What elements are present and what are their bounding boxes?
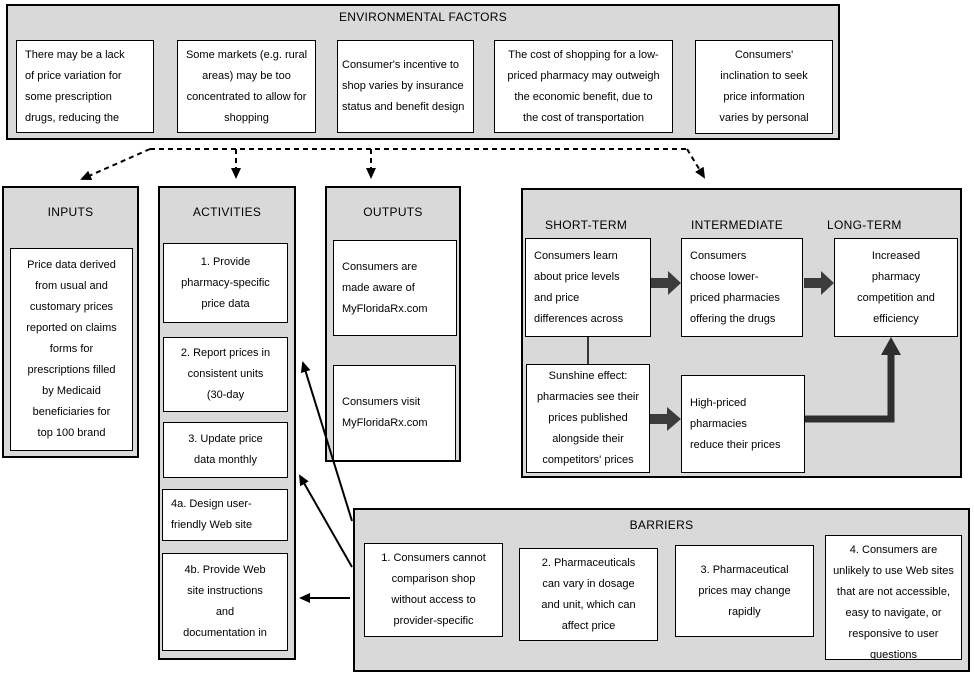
env-factor-box-3: Consumer's incentive to shop varies by i… bbox=[337, 40, 474, 133]
intermediate-box-2: High-priced pharmacies reduce their pric… bbox=[681, 375, 805, 473]
short-term-box-1: Consumers learn about price levels and p… bbox=[525, 238, 651, 337]
long-term-title: LONG-TERM bbox=[827, 218, 902, 232]
environmental-factors-title: ENVIRONMENTAL FACTORS bbox=[338, 10, 508, 24]
barriers-title: BARRIERS bbox=[629, 518, 694, 532]
short-term-box-2: Sunshine effect: pharmacies see their pr… bbox=[526, 364, 650, 473]
inputs-title: INPUTS bbox=[47, 205, 94, 219]
barrier-feedback-arrow-2 bbox=[299, 474, 353, 568]
long-term-box-1: Increased pharmacy competition and effic… bbox=[834, 238, 958, 337]
activity-box-2: 2. Report prices in consistent units (30… bbox=[163, 337, 288, 412]
activities-title: ACTIVITIES bbox=[192, 205, 262, 219]
env-factor-box-5: Consumers' inclination to seek price inf… bbox=[695, 40, 833, 134]
activity-box-3: 3. Update price data monthly bbox=[163, 422, 288, 478]
activity-box-4a: 4a. Design user- friendly Web site bbox=[162, 489, 288, 541]
dashed-arrow-to-outcomes bbox=[686, 148, 706, 179]
short-term-title: SHORT-TERM bbox=[545, 218, 628, 232]
env-factor-box-1: There may be a lack of price variation f… bbox=[16, 40, 154, 133]
barrier-box-3: 3. Pharmaceutical prices may change rapi… bbox=[675, 545, 814, 637]
intermediate-title: INTERMEDIATE bbox=[691, 218, 784, 232]
activity-box-4b: 4b. Provide Web site instructions and do… bbox=[162, 553, 288, 651]
env-factor-box-4: The cost of shopping for a low- priced p… bbox=[494, 40, 673, 133]
outputs-title: OUTPUTS bbox=[363, 205, 423, 219]
dashed-arrow-to-inputs bbox=[80, 148, 151, 180]
barrier-box-1: 1. Consumers cannot comparison shop with… bbox=[364, 543, 503, 637]
inputs-box-1: Price data derived from usual and custom… bbox=[10, 248, 133, 451]
env-factor-box-2: Some markets (e.g. rural areas) may be t… bbox=[177, 40, 316, 133]
barrier-box-2: 2. Pharmaceuticals can vary in dosage an… bbox=[519, 548, 658, 641]
barrier-box-4: 4. Consumers are unlikely to use Web sit… bbox=[825, 535, 962, 660]
outputs-box-1: Consumers are made aware of MyFloridaRx.… bbox=[333, 240, 457, 336]
activity-box-1: 1. Provide pharmacy-specific price data bbox=[163, 243, 288, 323]
outputs-box-2: Consumers visit MyFloridaRx.com bbox=[333, 365, 456, 461]
intermediate-box-1: Consumers choose lower- priced pharmacie… bbox=[681, 238, 803, 337]
